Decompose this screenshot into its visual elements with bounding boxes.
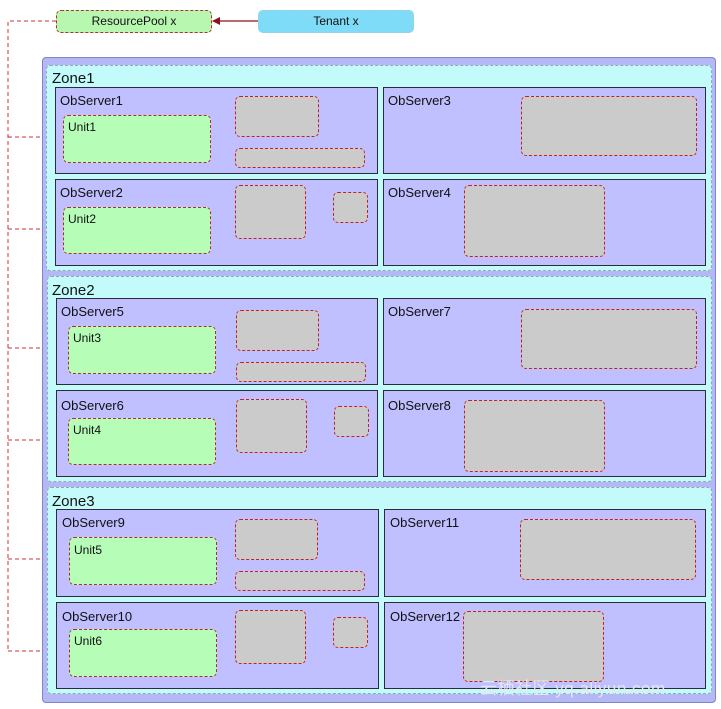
unit-6: Unit6 bbox=[69, 629, 217, 677]
observer-3: ObServer3 bbox=[383, 87, 706, 174]
zone-1-label: Zone1 bbox=[52, 70, 95, 87]
observer-8-label: ObServer8 bbox=[388, 398, 451, 413]
observer-4-label: ObServer4 bbox=[388, 185, 451, 200]
occupied-block bbox=[236, 310, 319, 351]
observer-5-label: ObServer5 bbox=[61, 304, 124, 319]
zone-3: Zone3 ObServer9 Unit5 ObServer11 ObServe… bbox=[47, 487, 712, 694]
observer-12: ObServer12 bbox=[384, 602, 706, 689]
observer-6-label: ObServer6 bbox=[61, 398, 124, 413]
occupied-block bbox=[235, 96, 319, 137]
observer-10-label: ObServer10 bbox=[62, 609, 133, 624]
observer-3-label: ObServer3 bbox=[388, 93, 451, 108]
occupied-block bbox=[236, 399, 307, 453]
observer-9-label: ObServer9 bbox=[62, 515, 125, 530]
observer-1-label: ObServer1 bbox=[60, 93, 123, 108]
observer-2-label: ObServer2 bbox=[60, 185, 123, 200]
unit-4: Unit4 bbox=[68, 418, 216, 465]
observer-10: ObServer10 Unit6 bbox=[56, 602, 379, 689]
unit-4-label: Unit4 bbox=[73, 423, 102, 437]
occupied-block bbox=[235, 519, 318, 560]
zone-1: Zone1 ObServer1 Unit1 ObServer3 ObServer… bbox=[46, 65, 712, 271]
observer-6: ObServer6 Unit4 bbox=[56, 390, 378, 477]
tenant-node: Tenant x bbox=[258, 10, 414, 33]
observer-12-label: ObServer12 bbox=[390, 609, 461, 624]
occupied-block bbox=[333, 617, 368, 648]
observer-5: ObServer5 Unit3 bbox=[56, 298, 378, 385]
occupied-block bbox=[236, 362, 366, 382]
watermark: 云栖社区 yq.aliyun.com bbox=[480, 679, 666, 698]
observer-1: ObServer1 Unit1 bbox=[55, 87, 378, 174]
occupied-block bbox=[333, 192, 368, 223]
observer-7: ObServer7 bbox=[383, 298, 706, 385]
observer-8: ObServer8 bbox=[383, 390, 706, 477]
occupied-block bbox=[464, 400, 605, 472]
resource-pool-node: ResourcePool x bbox=[56, 10, 212, 33]
zone-2-label: Zone2 bbox=[52, 282, 95, 299]
occupied-block bbox=[235, 610, 306, 664]
observer-2: ObServer2 Unit2 bbox=[55, 179, 378, 266]
zone-2: Zone2 ObServer5 Unit3 ObServer7 ObServer… bbox=[47, 276, 712, 482]
unit-1-label: Unit1 bbox=[68, 120, 97, 134]
observer-11-label: ObServer11 bbox=[390, 515, 460, 530]
occupied-block bbox=[463, 611, 604, 682]
occupied-block bbox=[334, 406, 369, 437]
occupied-block bbox=[464, 185, 605, 257]
unit-6-label: Unit6 bbox=[74, 634, 103, 648]
unit-3-label: Unit3 bbox=[73, 331, 102, 345]
observer-9: ObServer9 Unit5 bbox=[56, 509, 379, 597]
observer-7-label: ObServer7 bbox=[388, 304, 451, 319]
zone-3-label: Zone3 bbox=[52, 493, 95, 510]
occupied-block bbox=[521, 96, 697, 156]
unit-1: Unit1 bbox=[63, 115, 211, 163]
unit-3: Unit3 bbox=[68, 326, 216, 374]
pool-trunk-line bbox=[7, 20, 56, 651]
occupied-block bbox=[235, 148, 365, 168]
unit-2-label: Unit2 bbox=[68, 212, 97, 226]
observer-11: ObServer11 bbox=[384, 509, 706, 597]
occupied-block bbox=[520, 519, 696, 580]
unit-2: Unit2 bbox=[63, 207, 211, 254]
unit-5-label: Unit5 bbox=[74, 543, 103, 557]
unit-5: Unit5 bbox=[69, 537, 217, 585]
occupied-block bbox=[235, 185, 306, 239]
occupied-block bbox=[521, 309, 697, 369]
observer-4: ObServer4 bbox=[383, 179, 706, 266]
occupied-block bbox=[235, 571, 365, 591]
